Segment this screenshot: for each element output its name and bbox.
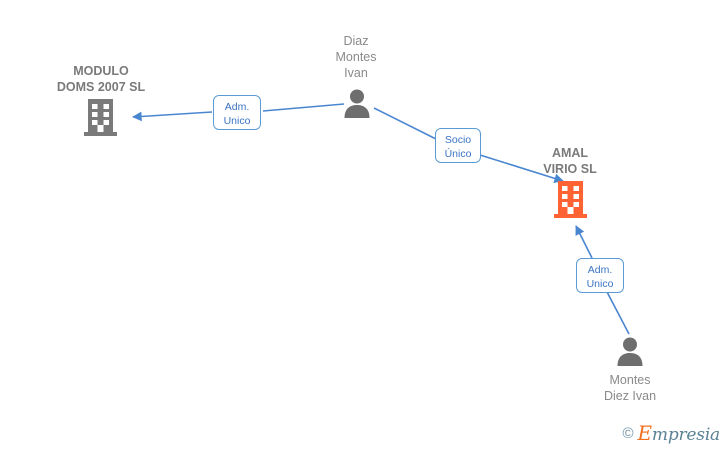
building-icon[interactable] bbox=[554, 179, 587, 219]
empresia-logo-text: mpresia bbox=[651, 425, 720, 445]
person-icon-glyph bbox=[617, 337, 643, 366]
edge-montes-to-amal bbox=[575, 225, 630, 335]
person-icon[interactable] bbox=[342, 88, 372, 118]
edge-diaz-to-amal bbox=[373, 107, 564, 183]
building-icon-glyph bbox=[554, 181, 587, 218]
empresia-logo: Empresia bbox=[638, 423, 721, 444]
edge-diaz-to-modulo bbox=[132, 103, 345, 122]
edge-label-socio-unico-amal[interactable]: Socio Único bbox=[435, 128, 481, 163]
node-label-amal-virio-sl: AMAL VIRIO SL bbox=[543, 146, 597, 176]
building-icon-glyph bbox=[84, 99, 117, 136]
node-label-diaz-montes-ivan: Diaz Montes Ivan bbox=[335, 34, 377, 80]
watermark: © Empresia bbox=[622, 423, 720, 444]
edge-label-adm-unico-amal[interactable]: Adm. Unico bbox=[576, 258, 624, 293]
copyright-icon: © bbox=[622, 425, 634, 442]
node-label-montes-diez-ivan: Montes Diez Ivan bbox=[603, 373, 657, 403]
building-icon[interactable] bbox=[84, 97, 117, 137]
person-icon-glyph bbox=[344, 89, 370, 118]
node-label-modulo-doms: MODULO DOMS 2007 SL bbox=[56, 64, 146, 94]
person-icon[interactable] bbox=[615, 336, 645, 366]
empresia-logo-initial: E bbox=[637, 421, 653, 445]
edge-label-adm-unico-modulo[interactable]: Adm. Unico bbox=[213, 95, 261, 130]
